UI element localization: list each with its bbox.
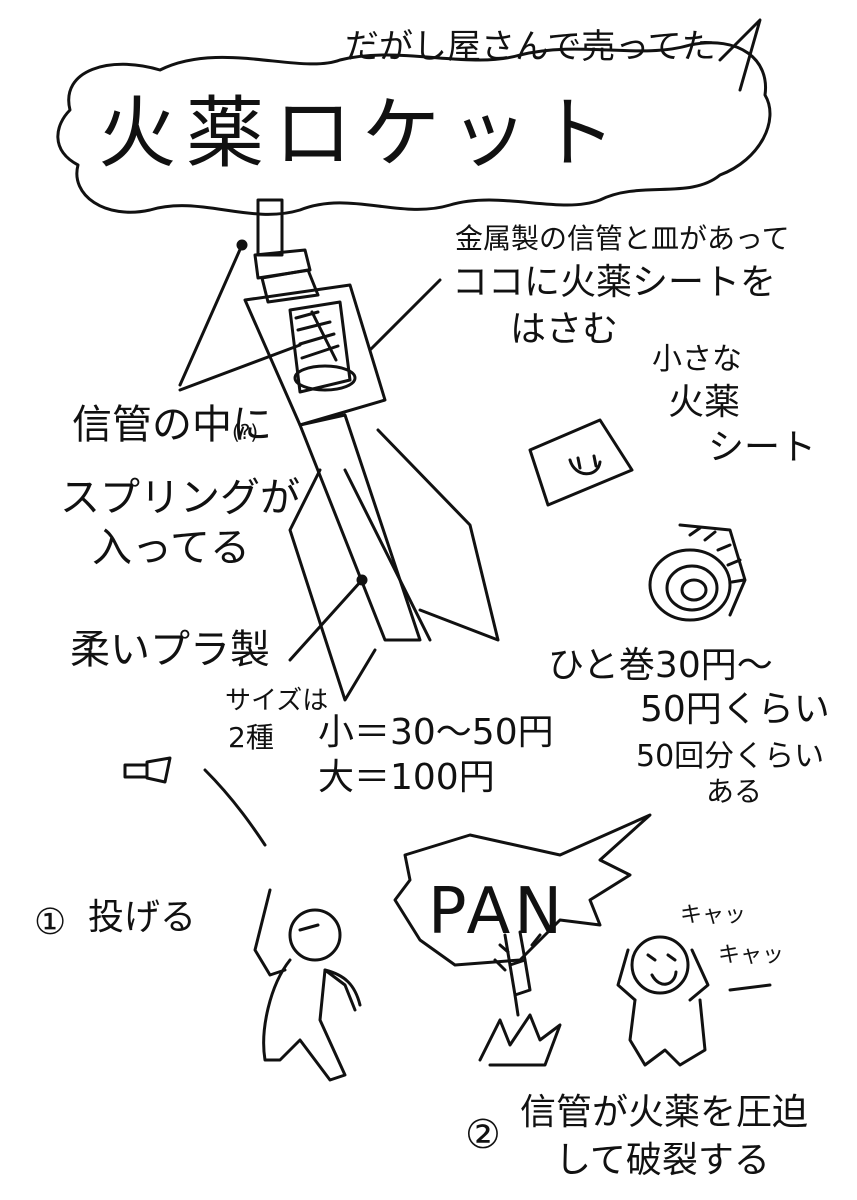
fuse-note-line-1: 金属製の信管と皿があって bbox=[455, 222, 790, 255]
scream-text-2: キャッ bbox=[718, 943, 785, 968]
rocket-body bbox=[298, 413, 422, 642]
rocket-tip bbox=[256, 198, 284, 257]
exploding-rocket-drawing bbox=[493, 930, 542, 1017]
scream-mark bbox=[728, 983, 772, 992]
roll-note-line-1: ひと巻30円～ bbox=[548, 645, 773, 686]
gunpowder-sheet-drawing bbox=[528, 418, 634, 507]
size-note-heading-2: 2種 bbox=[228, 721, 274, 754]
spring-note-line-2: スプリングが bbox=[60, 475, 300, 521]
title-balloon-tail bbox=[718, 18, 762, 92]
pan-burst bbox=[393, 813, 652, 967]
title-main: 火薬ロケット bbox=[98, 89, 627, 179]
scream-text-1: キャッ bbox=[680, 903, 747, 928]
fuse-note-line-2: ココに火薬シートを bbox=[452, 262, 777, 303]
title-balloon bbox=[56, 41, 772, 216]
step-2-line-2: して破裂する bbox=[555, 1140, 770, 1181]
count-note-line-1: 50回分くらい bbox=[636, 739, 825, 774]
fuse-note-line-3: はさむ bbox=[510, 309, 619, 350]
roll-note-line-2: 50円くらい bbox=[640, 689, 830, 730]
small-rocket-icon bbox=[123, 756, 172, 784]
spring-note-line-1: 信管の中に bbox=[72, 402, 272, 448]
size-note-small-price: 小＝30～50円 bbox=[318, 712, 554, 753]
screaming-figure bbox=[616, 935, 710, 1067]
throw-arc bbox=[203, 768, 267, 847]
step-2-number: ② bbox=[465, 1112, 501, 1158]
step-1-number: ① bbox=[34, 902, 67, 943]
plastic-note: 柔いプラ製 bbox=[70, 627, 270, 673]
spring-note-line-3: 入ってる bbox=[92, 525, 250, 571]
sheet-note-line-2: 火薬 bbox=[668, 382, 741, 423]
rocket-cap bbox=[253, 248, 312, 280]
step-2-line-1: 信管が火薬を圧迫 bbox=[520, 1092, 809, 1133]
spring-note-question: (?) bbox=[232, 420, 259, 444]
title-subtitle: だがし屋さんで売ってた bbox=[345, 27, 716, 67]
rocket-illustration bbox=[178, 198, 500, 702]
sheet-note-line-3: シート bbox=[708, 427, 817, 468]
pan-sound-effect: PAN bbox=[428, 875, 567, 949]
thrower-figure bbox=[253, 888, 362, 1082]
size-note-large-price: 大＝100円 bbox=[318, 757, 495, 798]
count-note-line-2: ある bbox=[706, 775, 763, 808]
left-fin bbox=[288, 468, 377, 702]
right-fin bbox=[376, 428, 500, 642]
fuse-housing bbox=[243, 283, 387, 427]
sheet-note-line-1: 小さな bbox=[652, 342, 742, 377]
spark-burst bbox=[478, 1013, 562, 1067]
size-note-heading-1: サイズは bbox=[225, 686, 329, 716]
gunpowder-roll-drawing bbox=[648, 523, 747, 622]
step-1-text: 投げる bbox=[88, 897, 197, 938]
